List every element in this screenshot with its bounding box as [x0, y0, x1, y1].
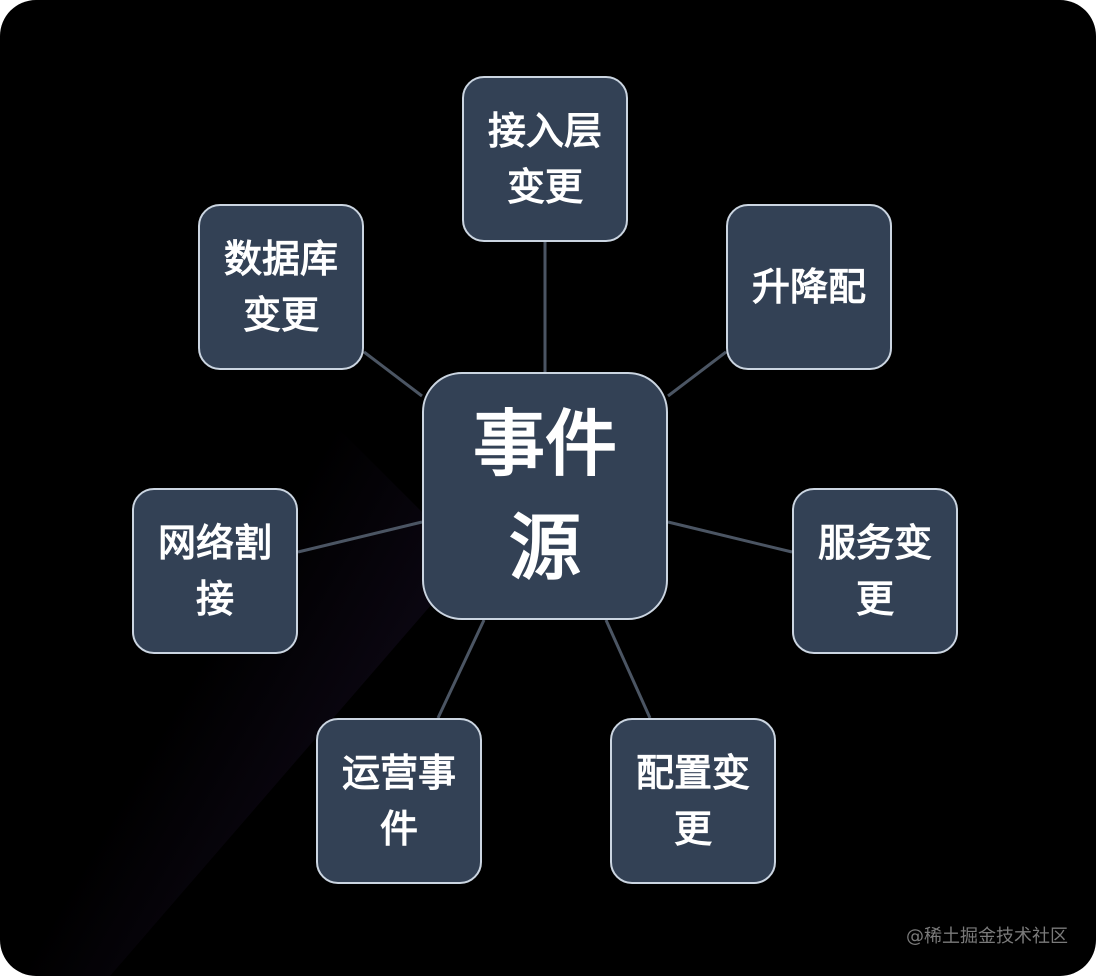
node-ops-event: 运营事件: [316, 718, 482, 884]
node-database-change: 数据库变更: [198, 204, 364, 370]
node-degrade-config: 升降配: [726, 204, 892, 370]
node-label: 数据库变更: [223, 236, 338, 337]
edge-ops: [436, 619, 486, 719]
node-label: 服务变更: [817, 520, 932, 621]
edge-network: [297, 520, 423, 554]
node-label: 网络割接: [157, 520, 272, 621]
node-service-change: 服务变更: [792, 488, 958, 654]
node-center-event-source: 事件源: [422, 372, 668, 620]
edge-degrade: [667, 350, 727, 398]
node-label: 事件源: [472, 401, 617, 590]
node-label: 配置变更: [635, 750, 750, 851]
edge-config: [604, 619, 652, 719]
watermark: @稀土掘金技术社区: [906, 926, 1068, 947]
node-config-change: 配置变更: [610, 718, 776, 884]
node-network-cutover: 网络割接: [132, 488, 298, 654]
node-label: 升降配: [751, 264, 866, 309]
node-access-layer-change: 接入层变更: [462, 76, 628, 242]
edge-service: [667, 520, 793, 554]
node-label: 接入层变更: [487, 108, 602, 209]
edge-database: [363, 350, 423, 398]
node-label: 运营事件: [341, 750, 456, 851]
